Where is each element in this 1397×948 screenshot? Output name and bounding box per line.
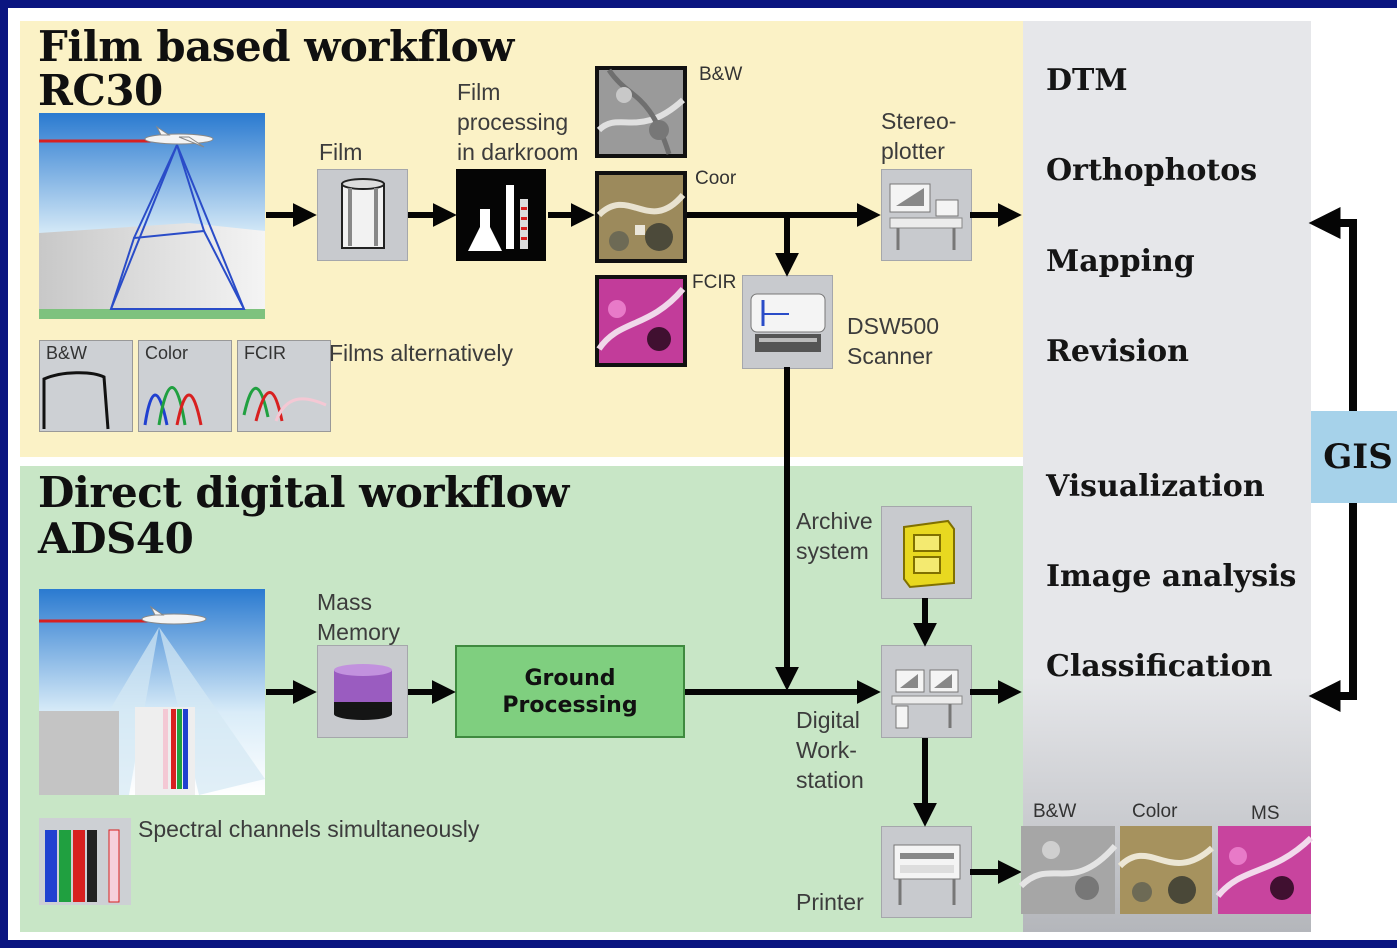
- films-alternatively-label: Films alternatively: [329, 340, 514, 366]
- digital-workflow-subtitle: ADS40: [38, 514, 194, 563]
- mass-memory-box: [317, 645, 408, 738]
- stereo-plotter-icon: [889, 183, 963, 250]
- ads40-aircraft-illustration: [39, 589, 265, 795]
- fcir-film-image: [595, 275, 687, 367]
- digital-workstation-label: Digital Work- station: [796, 707, 864, 793]
- output-dtm: DTM: [1046, 63, 1128, 98]
- rc30-aircraft-illustration: [39, 113, 265, 319]
- output-orthophotos: Orthophotos: [1046, 153, 1258, 188]
- bw-spectrum-curve: [42, 371, 110, 430]
- film-workflow-title: Film based workflow: [38, 22, 514, 71]
- scanner-box: [742, 275, 833, 369]
- output-image-analysis: Image analysis: [1046, 559, 1297, 594]
- disk-storage-icon: [334, 664, 392, 720]
- diagram-canvas: Film based workflow RC30 Direct digital …: [8, 8, 1397, 940]
- color-film-image: [595, 171, 687, 263]
- output-revision: Revision: [1046, 334, 1189, 369]
- spectral-bars-icon: [45, 829, 120, 903]
- thumb-ms-image: [1215, 826, 1314, 914]
- flow-arrows: [266, 203, 1357, 884]
- workstation-icon: [891, 669, 963, 729]
- spectral-channels-label: Spectral channels simultaneously: [138, 816, 480, 842]
- printer-icon: [893, 844, 961, 905]
- lab-flask-icon: [468, 185, 528, 251]
- thumb-bw-image: [1018, 826, 1118, 914]
- products-panel: [1023, 21, 1311, 932]
- film-workflow-subtitle: RC30: [38, 66, 163, 115]
- ground-processing-box: Ground Processing: [455, 645, 685, 738]
- film-roll-icon: [341, 178, 385, 249]
- digital-workflow-title: Direct digital workflow: [38, 468, 569, 517]
- gis-box: GIS: [1311, 411, 1397, 503]
- output-mapping: Mapping: [1046, 244, 1195, 279]
- bw-aerial-image: [596, 68, 686, 155]
- spectrum-fcir: FCIR: [237, 340, 331, 432]
- printer-label: Printer: [796, 889, 864, 915]
- stereo-plotter-box: [881, 169, 972, 261]
- fcir-spectrum-curve: [242, 386, 327, 422]
- spectrum-color: Color: [138, 340, 232, 432]
- stereo-plotter-label: Stereo- plotter: [881, 108, 957, 164]
- film-label: Film: [319, 139, 363, 165]
- output-classification: Classification: [1046, 649, 1273, 684]
- thumb-color-image: [1117, 826, 1215, 914]
- color-film-label: Coor: [695, 168, 737, 189]
- bw-film-label: B&W: [699, 64, 743, 85]
- archive-system-label: Archive system: [796, 508, 873, 564]
- film-roll-box: [317, 169, 408, 261]
- color-spectrum-curve: [143, 386, 203, 426]
- scanner-label: DSW500 Scanner: [847, 313, 940, 369]
- digital-workstation-box: [881, 645, 972, 738]
- archive-cabinet-icon: [903, 519, 955, 589]
- fcir-aerial-image: [596, 279, 686, 363]
- film-processing-label: Film processing in darkroom: [457, 79, 579, 165]
- output-visualization: Visualization: [1046, 469, 1265, 504]
- bw-film-image: [595, 66, 687, 158]
- scanner-icon: [750, 293, 826, 352]
- gis-bracket-top: [1308, 207, 1357, 411]
- thumb-bw-label: B&W: [1033, 801, 1077, 822]
- thumb-color-label: Color: [1132, 801, 1178, 822]
- thumb-ms-label: MS: [1251, 803, 1280, 824]
- gis-bracket-bottom: [1308, 503, 1357, 712]
- fcir-film-label: FCIR: [692, 272, 737, 293]
- mass-memory-label: Mass Memory: [317, 589, 401, 645]
- spectrum-bw: B&W: [39, 340, 133, 432]
- color-aerial-image: [596, 175, 686, 259]
- archive-system-box: [881, 506, 972, 599]
- spectral-channels-graphic: [39, 818, 131, 905]
- darkroom-box: [456, 169, 546, 261]
